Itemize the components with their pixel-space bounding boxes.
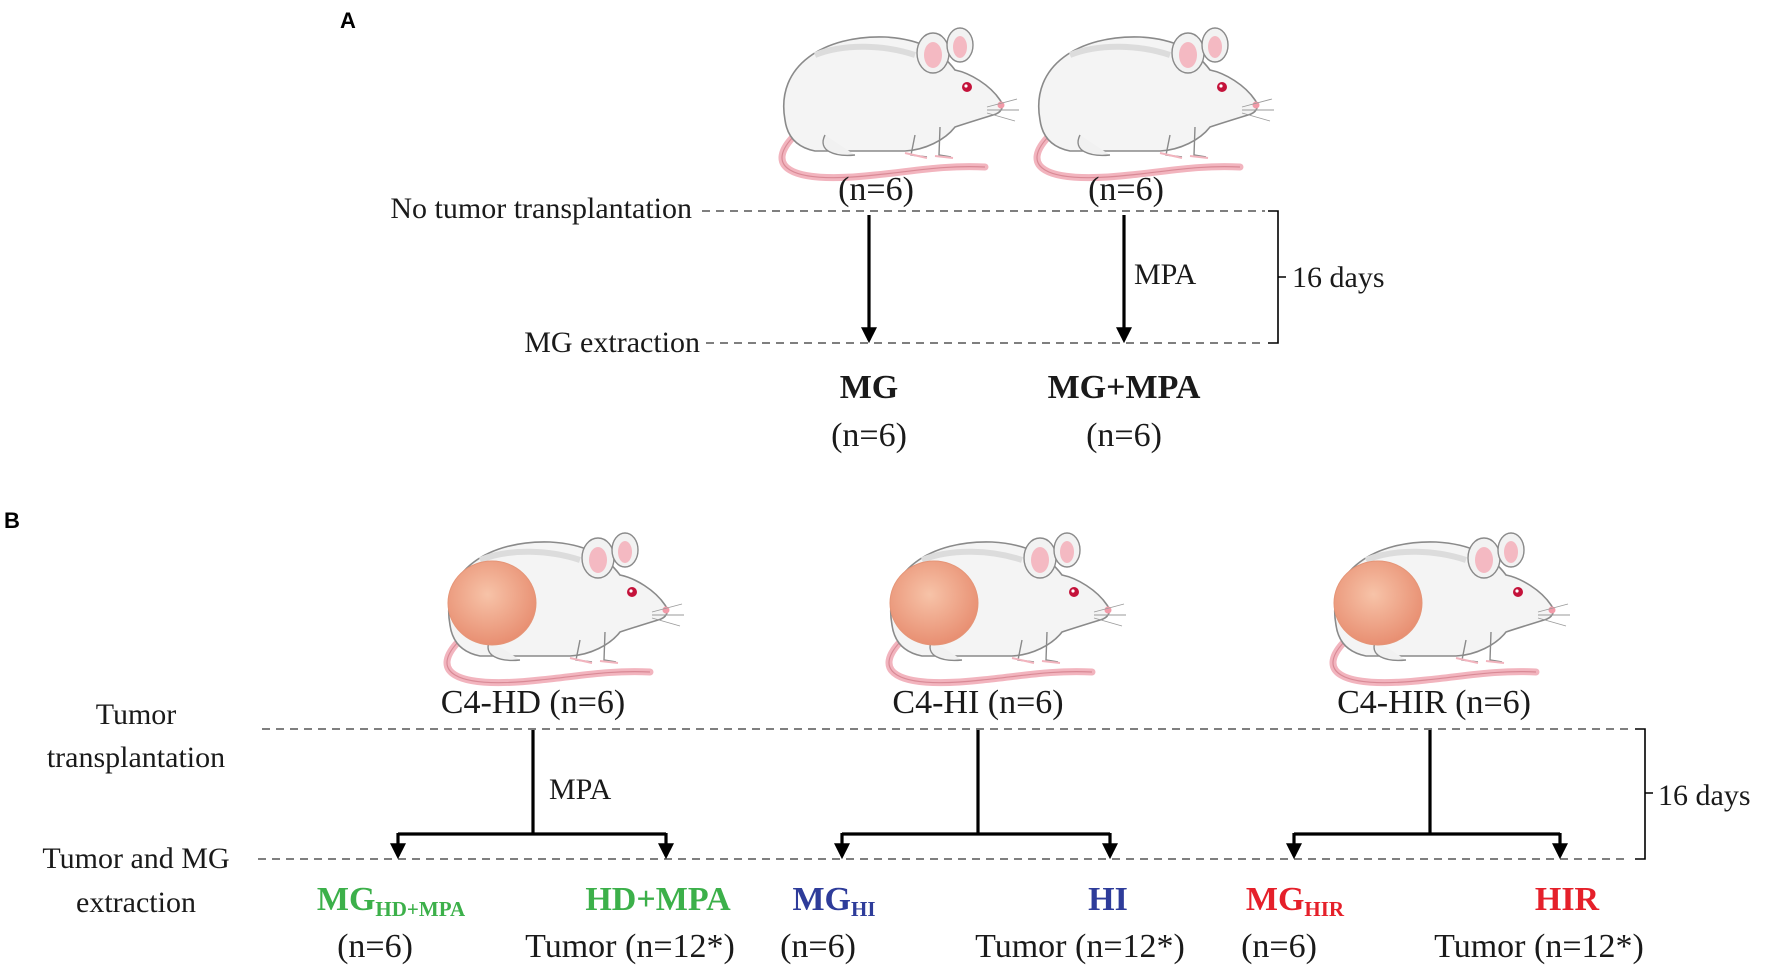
outcome-title-main: HD+MPA — [585, 881, 731, 918]
outcome-count-5: Tumor (n=12*) — [1434, 928, 1644, 965]
branch-arrows-hir — [1286, 730, 1568, 860]
outcome-title-main: MG — [317, 881, 376, 918]
outcome-title-2: MGHI — [792, 881, 875, 921]
stage-tumor-transplantation-2: transplantation — [47, 741, 225, 774]
white-mouse-icon — [1037, 28, 1274, 178]
branch-arrows-hd — [390, 730, 674, 860]
outcome-title-3: HI — [1088, 881, 1128, 918]
tumor-c4-hd: C4-HD (n=6) — [441, 684, 625, 721]
treatment-mpa-b: MPA — [549, 773, 612, 806]
outcome-title-subscript: HD+MPA — [375, 897, 466, 921]
duration-b: 16 days — [1658, 779, 1751, 812]
stage-no-tumor-transplantation: No tumor transplantation — [390, 192, 692, 225]
panel-b-label: B — [4, 508, 20, 533]
stage-tumor-mg-extraction-2: extraction — [76, 886, 196, 919]
mouse-with-tumor-icon — [1333, 533, 1570, 683]
outcome-title-subscript: HIR — [1304, 897, 1345, 921]
outcome-count-1: Tumor (n=12*) — [525, 928, 735, 965]
group-mg-mpa: MG+MPA — [1048, 369, 1201, 406]
branch-arrows-hi — [834, 730, 1118, 860]
duration-bracket-a — [1268, 210, 1286, 344]
outcome-count-4: (n=6) — [1241, 928, 1317, 965]
outcome-title-4: MGHIR — [1246, 881, 1345, 921]
outcome-title-5: HIR — [1535, 881, 1600, 918]
group-mg: MG — [840, 369, 899, 406]
mouse-count-mg: (n=6) — [838, 171, 914, 208]
duration-a: 16 days — [1292, 261, 1385, 294]
outcome-count-3: Tumor (n=12*) — [975, 928, 1185, 965]
outcome-title-subscript: HI — [851, 897, 876, 921]
outcome-title-main: HIR — [1535, 881, 1600, 918]
duration-bracket-b — [1635, 728, 1653, 860]
mouse-with-tumor-icon — [889, 533, 1126, 683]
stage-tumor-mg-extraction-1: Tumor and MG — [42, 842, 229, 875]
group-mg-count: (n=6) — [831, 417, 907, 454]
stage-mg-extraction: MG extraction — [524, 326, 700, 359]
stage-tumor-transplantation-1: Tumor — [96, 698, 177, 731]
white-mouse-icon — [782, 28, 1019, 178]
outcome-title-main: HI — [1088, 881, 1128, 918]
group-mg-mpa-count: (n=6) — [1086, 417, 1162, 454]
outcome-title-0: MGHD+MPA — [317, 881, 466, 921]
outcome-count-0: (n=6) — [337, 928, 413, 965]
outcome-title-main: MG — [792, 881, 851, 918]
outcome-title-1: HD+MPA — [585, 881, 731, 918]
outcome-count-2: (n=6) — [780, 928, 856, 965]
panel-a-label: A — [340, 8, 356, 33]
mouse-with-tumor-icon — [447, 533, 684, 683]
treatment-mpa-a: MPA — [1134, 258, 1197, 291]
tumor-c4-hi: C4-HI (n=6) — [892, 684, 1063, 721]
mouse-count-mg-mpa: (n=6) — [1088, 171, 1164, 208]
outcome-title-main: MG — [1246, 881, 1305, 918]
tumor-c4-hir: C4-HIR (n=6) — [1337, 684, 1531, 721]
